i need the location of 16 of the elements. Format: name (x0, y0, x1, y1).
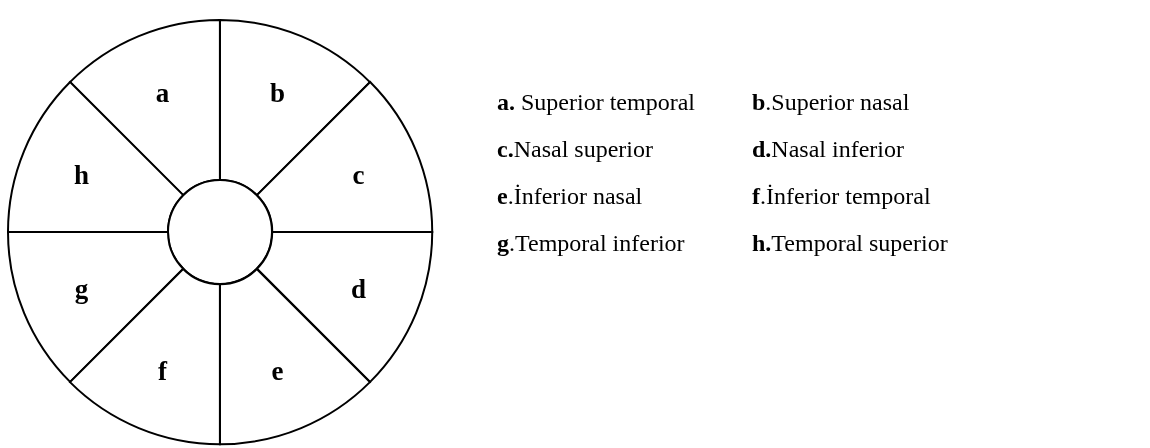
key-text: d.Nasal inferior (752, 137, 904, 161)
sector-letter: f (158, 357, 168, 385)
key-text: f.İnferior temporal (752, 184, 931, 208)
key-text: h.Temporal superior (752, 231, 948, 255)
key-text: e.İnferior nasal (497, 184, 643, 208)
key-text: c.Nasal superior (497, 137, 653, 161)
sector-letter: d (351, 275, 367, 303)
sector-letter: b (269, 79, 285, 107)
sector-letter: a (155, 79, 170, 107)
key-text: b.Superior nasal (752, 90, 910, 114)
key-text: a. Superior temporal (497, 90, 695, 114)
sector-letter: g (74, 275, 89, 303)
key-text: g.Temporal inferior (497, 231, 685, 255)
sector-letter: e (271, 357, 284, 385)
sector-letter: c (352, 161, 365, 189)
sector-letter: h (73, 161, 89, 189)
